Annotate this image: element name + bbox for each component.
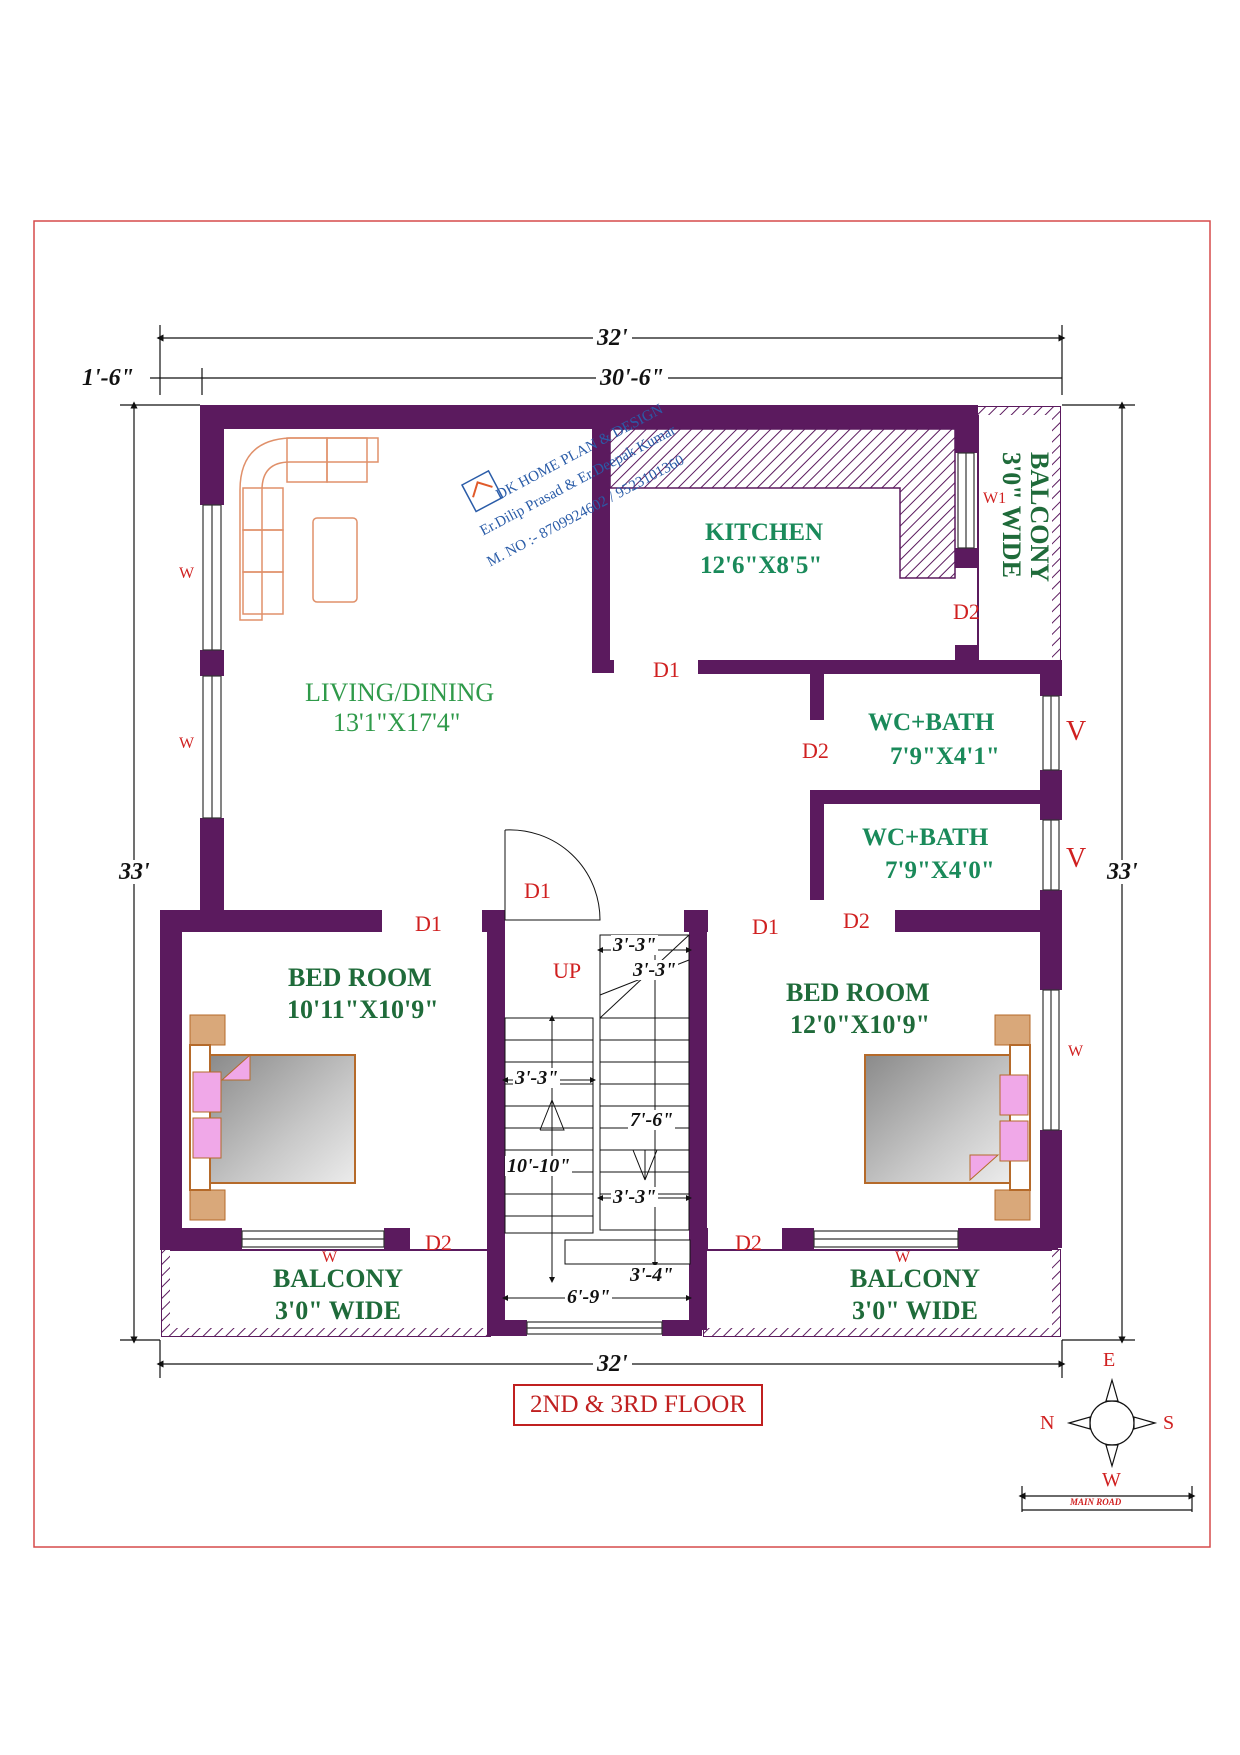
dim-top-main: 30'-6" [596,366,668,390]
stair-dim-g: 3'-4" [628,1264,676,1286]
stair-dim-d: 7'-6" [628,1109,676,1131]
dim-right-height: 33' [1105,859,1140,885]
window-tag-kitchen: W1 [983,490,1007,507]
balcony-east-name: BALCONY [1025,452,1054,583]
compass-west: W [1102,1469,1121,1491]
main-road-label: MAIN ROAD [1070,1497,1122,1507]
stair-dim-a: 3'-3" [611,934,659,956]
bath2-name: WC+BATH [862,824,989,851]
watermark-logo [460,469,504,513]
bed-right [864,1014,1031,1221]
window-tag-living-1: W [179,565,195,582]
compass-east: E [1103,1349,1116,1371]
dim-left-height: 33' [117,859,152,885]
balcony-east-size: 3'0" WIDE [997,452,1026,578]
door-tag-d1-stair: D1 [524,878,551,903]
compass-north: N [1040,1412,1055,1434]
stair-dim-b: 3'-3" [631,959,679,981]
compass-rose [1018,1377,1196,1512]
walls [160,405,1062,1336]
window-tag-living-2: W [179,735,195,752]
bath1-name: WC+BATH [868,709,995,736]
door-tag-d1-bed-right: D1 [752,914,779,939]
dim-bottom-overall: 32' [593,1352,632,1376]
living-name: LIVING/DINING [305,678,495,707]
compass-south: S [1163,1412,1175,1434]
bed-right-name: BED ROOM [786,978,930,1007]
bed-left [189,1014,356,1221]
bath1-size: 7'9"X4'1" [890,743,1000,770]
balcony-right-name: BALCONY [850,1264,981,1293]
floor-label: 2ND & 3RD FLOOR [513,1384,763,1426]
window-tag-bed-right: W [1068,1043,1084,1060]
door-tag-d2-bath2: D2 [843,908,870,933]
door-tag-d2-bath1: D2 [802,738,829,763]
door-tag-d1-kitchen: D1 [653,657,680,682]
bed-right-size: 12'0"X10'9" [790,1010,931,1039]
bath2-size: 7'9"X4'0" [885,857,995,884]
window-tag-bed-left: W [322,1249,338,1266]
living-size: 13'1"X17'4" [333,708,461,737]
window-tag-bed-right-balcony: W [895,1249,911,1266]
dim-top-overall: 32' [593,326,632,350]
dim-top-offset: 1'-6" [82,365,134,391]
door-tag-d2-kitchen: D2 [953,599,980,624]
stair-dim-e: 10'-10" [505,1155,573,1177]
stair-dim-h: 6'-9" [565,1286,613,1308]
balcony-left-size: 3'0" WIDE [275,1296,401,1325]
sheet-frame [33,220,1211,1548]
balcony-right-size: 3'0" WIDE [852,1296,978,1325]
vent-tag-bath1: V [1066,716,1087,747]
stair-dim-c: 3'-3" [513,1067,561,1089]
door-tag-d2-balcony-right: D2 [735,1230,762,1255]
stair-up-tag: UP [553,958,582,983]
balcony-left-name: BALCONY [273,1264,404,1293]
stair-dim-f: 3'-3" [611,1186,659,1208]
vent-tag-bath2: V [1066,843,1087,874]
sofa-set [239,437,379,621]
bed-left-name: BED ROOM [288,963,432,992]
door-tag-d1-bed-left: D1 [415,911,442,936]
door-tag-d2-balcony-left: D2 [425,1230,452,1255]
kitchen-counter [609,428,956,579]
bed-left-size: 10'11"X10'9" [287,995,439,1024]
kitchen-size: 12'6"X8'5" [700,552,823,579]
windows [202,452,1060,1335]
kitchen-name: KITCHEN [705,519,824,546]
